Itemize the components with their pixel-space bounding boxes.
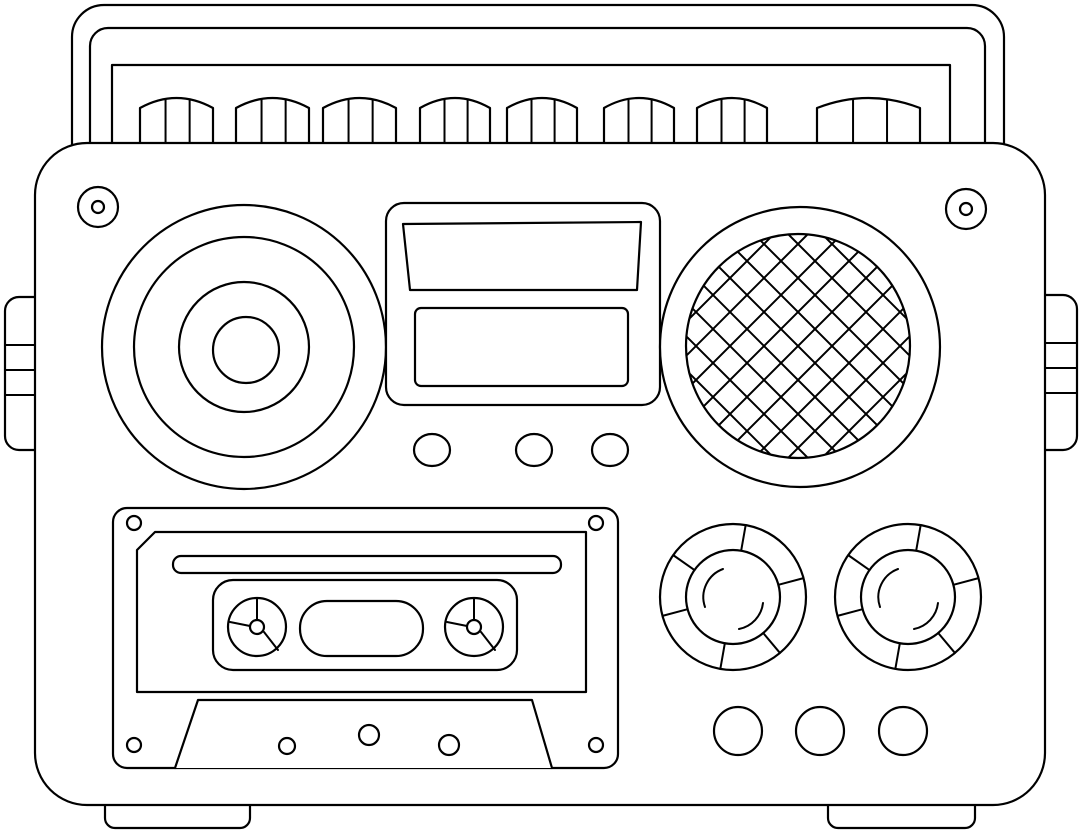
left-reel xyxy=(226,596,288,658)
top-button-5[interactable] xyxy=(505,97,579,145)
bottom-button-3[interactable] xyxy=(877,705,929,757)
left-speaker xyxy=(100,203,388,491)
left-dial-knob[interactable] xyxy=(658,522,808,672)
button-1[interactable] xyxy=(412,432,452,468)
tuner-display xyxy=(384,201,662,407)
top-button-2[interactable] xyxy=(234,97,311,145)
button-3[interactable] xyxy=(590,432,630,468)
top-buttons xyxy=(138,96,922,145)
screw-top-left xyxy=(76,185,120,229)
bottom-button-2[interactable] xyxy=(794,705,846,757)
top-button-3[interactable] xyxy=(321,97,398,145)
right-dial-knob[interactable] xyxy=(833,522,983,672)
top-button-8[interactable] xyxy=(815,96,922,145)
top-button-6[interactable] xyxy=(602,97,676,145)
top-button-4[interactable] xyxy=(418,97,492,145)
top-button-1[interactable] xyxy=(138,97,215,145)
top-button-7[interactable] xyxy=(695,97,769,145)
right-reel xyxy=(443,596,505,658)
screw-top-right xyxy=(944,187,988,231)
cassette-deck xyxy=(111,506,620,770)
speaker-grill xyxy=(686,234,910,458)
right-speaker xyxy=(658,205,942,489)
button-2[interactable] xyxy=(514,432,554,468)
bottom-button-1[interactable] xyxy=(712,705,764,757)
